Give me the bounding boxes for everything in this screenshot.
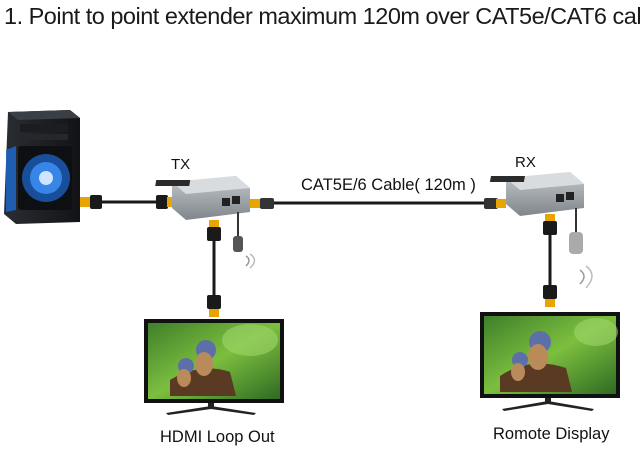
pc-tower-icon [4, 110, 80, 224]
rx-label: RX [515, 154, 536, 171]
loop-out-display-icon [144, 319, 284, 415]
remote-display-label: Romote Display [493, 425, 609, 444]
hdmi-cable-rx-display [543, 214, 557, 307]
tx-extender-icon [155, 176, 254, 268]
rx-extender-icon [490, 172, 592, 288]
loop-out-label: HDMI Loop Out [160, 428, 275, 447]
cat-cable [250, 198, 506, 209]
tx-label: TX [171, 156, 190, 173]
hdmi-cable-loop-out [207, 220, 221, 317]
hdmi-cable-pc-tx [80, 195, 175, 209]
cable-label: CAT5E/6 Cable( 120m ) [301, 176, 476, 195]
remote-display-icon [480, 312, 620, 411]
